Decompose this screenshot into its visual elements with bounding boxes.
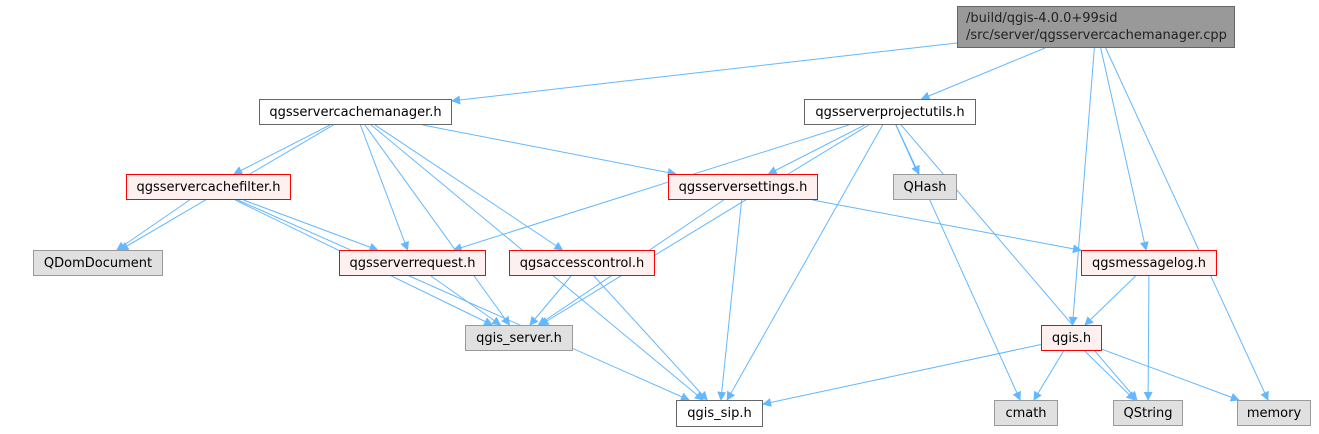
edge-messagelog_h-to-qstring <box>1143 275 1153 401</box>
node-label: qgsaccesscontrol.h <box>519 255 645 271</box>
edge-serversettings_h-to-messagelog_h <box>812 199 1082 254</box>
node-qhash[interactable]: QHash <box>893 174 957 200</box>
edge-serverrequest_h-to-qgis_server_h <box>430 275 502 326</box>
node-label: QDomDocument <box>43 255 153 271</box>
node-label: qgis_server.h <box>476 330 562 346</box>
node-qgis-server-h[interactable]: qgis_server.h <box>465 325 573 351</box>
edge-cachefilter_h-to-serverrequest_h <box>243 199 379 252</box>
node-cmath[interactable]: cmath <box>994 400 1058 426</box>
edge-messagelog_h-to-qgis_h <box>1084 275 1136 326</box>
node-label: cmath <box>1005 405 1047 421</box>
edge-cachemanager_h-to-serversettings_h <box>422 124 677 177</box>
node-qdomdocument[interactable]: QDomDocument <box>33 250 163 276</box>
node-memory[interactable]: memory <box>1237 400 1311 426</box>
edge-projectutils_h-to-qgis_sip_h <box>726 124 884 401</box>
edge-cachemanager_h-to-serverrequest_h <box>359 124 409 251</box>
node-qgis-sip-h[interactable]: qgis_sip.h <box>676 400 763 427</box>
edge-accesscontrol_h-to-qgis_server_h <box>529 275 572 326</box>
edge-qgis_h-to-memory <box>1101 348 1240 402</box>
node-label: QString <box>1123 405 1173 421</box>
edge-projectutils_h-to-serversettings_h <box>767 124 865 175</box>
node-qgsservercachemanager-h[interactable]: qgsservercachemanager.h <box>259 99 452 125</box>
main-file-path-line1: /build/qgis-4.0.0+99sid <box>966 11 1118 26</box>
node-label: qgsserverprojectutils.h <box>815 104 965 120</box>
edge-projectutils_h-to-serverrequest_h <box>452 124 850 252</box>
main-file-path-line2: /src/server/qgsservercachemanager.cpp <box>966 28 1227 43</box>
node-label: qgsmessagelog.h <box>1092 255 1206 271</box>
edge-accesscontrol_h-to-qgis_sip_h <box>593 275 708 401</box>
node-label: qgsserversettings.h <box>678 179 808 195</box>
node-qgsserverrequest-h[interactable]: qgsserverrequest.h <box>339 250 486 276</box>
edge-main-to-cachemanager_h <box>451 42 958 105</box>
node-label: memory <box>1246 405 1302 421</box>
edge-serversettings_h-to-qgis_sip_h <box>717 199 743 401</box>
edge-cachefilter_h-to-qgis_sip_h <box>237 199 690 401</box>
node-qgis-h[interactable]: qgis.h <box>1041 325 1102 351</box>
edge-main-to-qgis_h <box>1068 47 1095 326</box>
node-qgsservercachefilter-h[interactable]: qgsservercachefilter.h <box>126 174 291 200</box>
edge-projectutils_h-to-qgis_server_h <box>539 124 869 326</box>
edge-main-to-memory <box>1105 47 1269 401</box>
edge-cachefilter_h-to-qdomdocument <box>116 199 190 251</box>
edge-projectutils_h-to-cmath <box>895 124 1021 401</box>
node-label: qgis.h <box>1051 330 1092 346</box>
node-label: qgsserverrequest.h <box>349 255 476 271</box>
node-qgsserversettings-h[interactable]: qgsserversettings.h <box>668 174 818 200</box>
node-main-source-file[interactable]: /build/qgis-4.0.0+99sid /src/server/qgss… <box>957 6 1235 48</box>
node-qstring[interactable]: QString <box>1113 400 1183 426</box>
node-qgsaccesscontrol-h[interactable]: qgsaccesscontrol.h <box>509 250 655 276</box>
edge-qgis_h-to-qgis_sip_h <box>762 344 1042 407</box>
node-qgsserverprojectutils-h[interactable]: qgsserverprojectutils.h <box>804 99 976 125</box>
edge-projectutils_h-to-qstring <box>900 124 1138 401</box>
edge-main-to-messagelog_h <box>1100 47 1149 251</box>
edge-qgis_h-to-qstring <box>1084 350 1136 401</box>
edge-cachemanager_h-to-qgis_server_h <box>364 124 511 326</box>
node-label: qgsservercachemanager.h <box>269 104 442 120</box>
node-label: QHash <box>903 179 947 195</box>
node-label: qgsservercachefilter.h <box>136 179 281 195</box>
edge-cachemanager_h-to-accesscontrol_h <box>374 124 564 251</box>
edge-main-to-projectutils_h <box>920 47 1046 101</box>
node-qgsmessagelog-h[interactable]: qgsmessagelog.h <box>1081 250 1217 276</box>
edge-qgis_h-to-cmath <box>1033 350 1065 401</box>
edge-cachemanager_h-to-cachefilter_h <box>233 124 331 175</box>
node-label: qgis_sip.h <box>687 406 752 421</box>
